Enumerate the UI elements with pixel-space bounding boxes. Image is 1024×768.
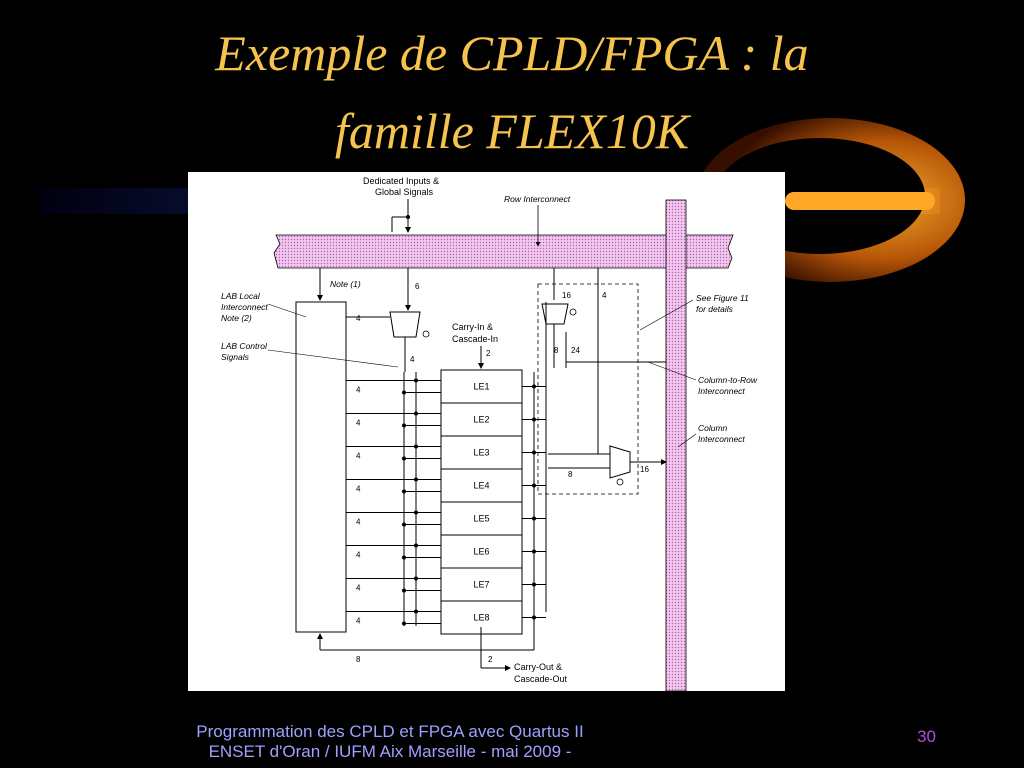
control-mux <box>389 311 421 338</box>
le-input-width: 4 <box>356 617 361 626</box>
bus-width-2-top: 2 <box>486 349 491 358</box>
column-to-row-label-1: Column-to-Row <box>698 375 758 385</box>
slide-title-line1: Exemple de CPLD/FPGA : la <box>215 25 809 81</box>
le-input-width: 4 <box>356 452 361 461</box>
column-interconnect-label-1: Column <box>698 423 728 433</box>
dedicated-inputs-label-1: Dedicated Inputs & <box>363 176 439 186</box>
footer-line2: ENSET d'Oran / IUFM Aix Marseille - mai … <box>208 742 572 761</box>
le-label: LE6 <box>473 547 489 557</box>
lab-local-label-2: Interconnect <box>221 302 268 312</box>
column-interconnect-label-2: Interconnect <box>698 434 745 444</box>
le-label: LE3 <box>473 448 489 458</box>
bus-width-8-right: 8 <box>554 346 559 355</box>
le-label: LE4 <box>473 481 489 491</box>
carry-out-label-1: Carry-Out & <box>514 662 562 672</box>
lab-control-label-2: Signals <box>221 352 250 362</box>
le-input-width: 4 <box>356 551 361 560</box>
see-figure-label-2: for details <box>696 304 734 314</box>
le-label: LE2 <box>473 415 489 425</box>
column-output-mux <box>609 445 631 479</box>
see-figure-label-1: See Figure 11 <box>696 293 749 303</box>
footer-line1: Programmation des CPLD et FPGA avec Quar… <box>196 722 584 741</box>
carry-in-label-1: Carry-In & <box>452 322 493 332</box>
le-block <box>440 435 523 470</box>
le-label: LE5 <box>473 514 489 524</box>
dashed-region <box>537 283 639 495</box>
le-block <box>440 501 523 536</box>
dedicated-inputs-label-2: Global Signals <box>375 187 434 197</box>
row-output-mux <box>541 303 569 325</box>
note1-label: Note (1) <box>330 279 361 289</box>
lab-local-label-3: Note (2) <box>221 313 252 323</box>
le-label: LE7 <box>473 580 489 590</box>
le-input-width: 4 <box>356 386 361 395</box>
le-input-width: 4 <box>356 419 361 428</box>
slide-number: 30 <box>917 727 936 746</box>
le-input-width: 4 <box>356 584 361 593</box>
le-block <box>440 369 523 404</box>
column-interconnect-bar <box>665 199 687 691</box>
le-input-width: 4 <box>356 485 361 494</box>
bus-width-16-mid: 16 <box>640 465 649 474</box>
carry-out-label-2: Cascade-Out <box>514 674 568 684</box>
le-input-width: 4 <box>356 518 361 527</box>
bus-width-24: 24 <box>571 346 580 355</box>
bus-width-4-mux: 4 <box>410 355 415 364</box>
bus-width-4-lab: 4 <box>356 314 361 323</box>
row-interconnect-bar <box>273 234 734 269</box>
bus-width-4-top: 4 <box>602 291 607 300</box>
bus-width-6: 6 <box>415 282 420 291</box>
lab-local-interconnect-block <box>295 301 347 633</box>
carry-in-label-2: Cascade-In <box>452 334 498 344</box>
lab-local-label-1: LAB Local <box>221 291 261 301</box>
row-interconnect-label: Row Interconnect <box>504 194 571 204</box>
lab-control-label-1: LAB Control <box>221 341 268 351</box>
bus-width-2-bottom: 2 <box>488 655 493 664</box>
le-block <box>440 534 523 569</box>
bus-width-16-top: 16 <box>562 291 571 300</box>
le-label: LE1 <box>473 382 489 392</box>
column-to-row-label-2: Interconnect <box>698 386 745 396</box>
le-label: LE8 <box>473 613 489 623</box>
slide-title-line2: famille FLEX10K <box>334 103 690 159</box>
le-block <box>440 567 523 602</box>
bus-width-8-mid: 8 <box>568 470 573 479</box>
le-block <box>440 468 523 503</box>
bus-width-8-bottom: 8 <box>356 655 361 664</box>
